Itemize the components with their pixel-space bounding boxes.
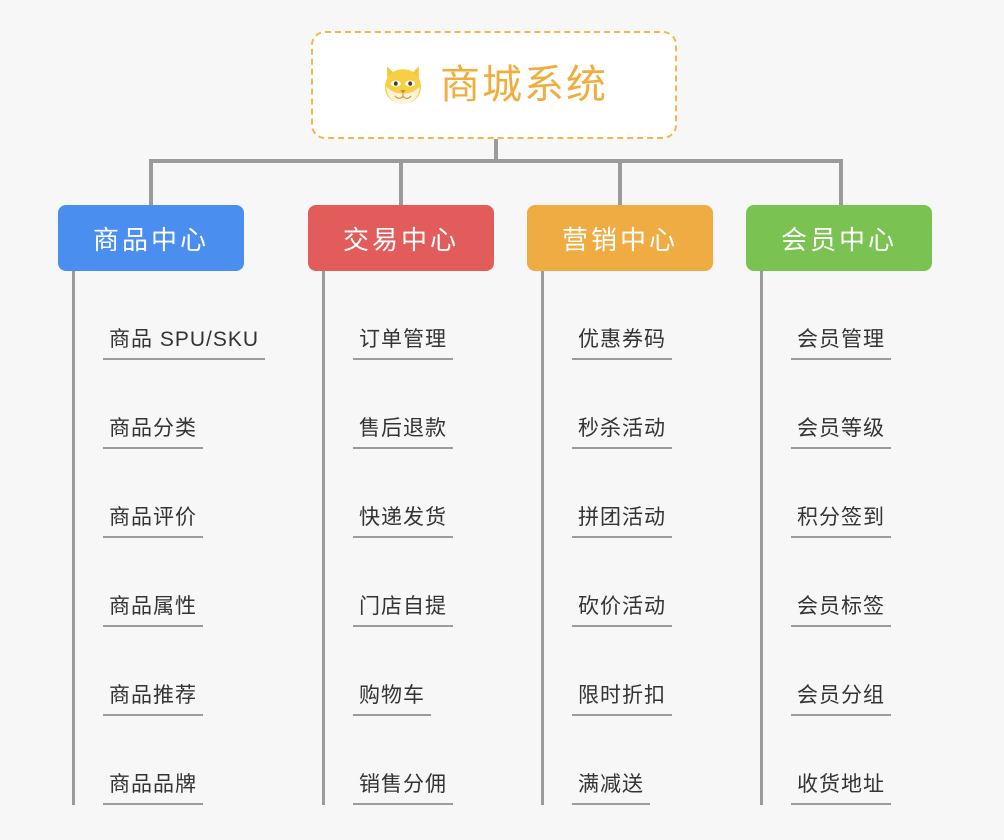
list-item[interactable]: 门店自提 (325, 538, 526, 627)
branch-column-1: 交易中心 订单管理 售后退款 快递发货 门店自提 购物车 销售分佣 (308, 205, 526, 805)
connector-horizontal-bus (149, 159, 843, 163)
list-item-label: 商品 SPU/SKU (103, 328, 266, 360)
list-item-label: 会员分组 (791, 684, 891, 716)
list-item[interactable]: 商品属性 (75, 538, 276, 627)
list-item-label: 会员等级 (791, 417, 891, 449)
list-item-label: 满减送 (572, 773, 650, 805)
branch-header-0[interactable]: 商品中心 (58, 205, 244, 271)
connector-drop-3 (618, 159, 622, 207)
list-item-label: 售后退款 (353, 417, 453, 449)
list-item[interactable]: 商品推荐 (75, 627, 276, 716)
branch-header-3[interactable]: 会员中心 (746, 205, 932, 271)
list-item-label: 会员标签 (791, 595, 891, 627)
list-item-label: 商品分类 (103, 417, 203, 449)
list-item[interactable]: 满减送 (544, 716, 745, 805)
list-item[interactable]: 砍价活动 (544, 538, 745, 627)
branch-body-1: 订单管理 售后退款 快递发货 门店自提 购物车 销售分佣 (322, 271, 526, 805)
list-item[interactable]: 秒杀活动 (544, 360, 745, 449)
branch-body-0: 商品 SPU/SKU 商品分类 商品评价 商品属性 商品推荐 商品品牌 (72, 271, 276, 805)
list-item[interactable]: 商品 SPU/SKU (75, 271, 276, 360)
branch-header-1[interactable]: 交易中心 (308, 205, 494, 271)
root-node[interactable]: 商城系统 (311, 31, 677, 139)
list-item-label: 商品评价 (103, 506, 203, 538)
list-item[interactable]: 商品分类 (75, 360, 276, 449)
list-item-label: 商品品牌 (103, 773, 203, 805)
list-item[interactable]: 积分签到 (763, 449, 964, 538)
list-item[interactable]: 销售分佣 (325, 716, 526, 805)
shiba-dog-face-icon (385, 66, 421, 104)
list-item[interactable]: 会员等级 (763, 360, 964, 449)
connector-drop-2 (399, 159, 403, 207)
list-item-label: 优惠券码 (572, 328, 672, 360)
list-item-label: 秒杀活动 (572, 417, 672, 449)
list-item-label: 销售分佣 (353, 773, 453, 805)
list-item-label: 会员管理 (791, 328, 891, 360)
list-item[interactable]: 售后退款 (325, 360, 526, 449)
root-title: 商城系统 (440, 63, 608, 107)
branch-columns: 商品中心 商品 SPU/SKU 商品分类 商品评价 商品属性 商品推荐 商品品牌… (0, 205, 1004, 840)
list-item-label: 拼团活动 (572, 506, 672, 538)
list-item-label: 限时折扣 (572, 684, 672, 716)
branch-column-2: 营销中心 优惠券码 秒杀活动 拼团活动 砍价活动 限时折扣 满减送 (527, 205, 745, 805)
list-item[interactable]: 拼团活动 (544, 449, 745, 538)
branch-column-3: 会员中心 会员管理 会员等级 积分签到 会员标签 会员分组 收货地址 (746, 205, 964, 805)
connector-root-stem (494, 139, 498, 163)
list-item[interactable]: 优惠券码 (544, 271, 745, 360)
list-item[interactable]: 限时折扣 (544, 627, 745, 716)
branch-column-0: 商品中心 商品 SPU/SKU 商品分类 商品评价 商品属性 商品推荐 商品品牌 (58, 205, 276, 805)
branch-body-2: 优惠券码 秒杀活动 拼团活动 砍价活动 限时折扣 满减送 (541, 271, 745, 805)
list-item[interactable]: 购物车 (325, 627, 526, 716)
connector-drop-4 (839, 159, 843, 207)
list-item-label: 快递发货 (353, 506, 453, 538)
list-item[interactable]: 订单管理 (325, 271, 526, 360)
list-item[interactable]: 会员标签 (763, 538, 964, 627)
list-item[interactable]: 收货地址 (763, 716, 964, 805)
connector-drop-1 (149, 159, 153, 207)
list-item-label: 砍价活动 (572, 595, 672, 627)
list-item-label: 购物车 (353, 684, 431, 716)
list-item-label: 积分签到 (791, 506, 891, 538)
list-item[interactable]: 会员管理 (763, 271, 964, 360)
list-item[interactable]: 商品评价 (75, 449, 276, 538)
list-item[interactable]: 快递发货 (325, 449, 526, 538)
list-item-label: 订单管理 (353, 328, 453, 360)
branch-header-2[interactable]: 营销中心 (527, 205, 713, 271)
list-item[interactable]: 会员分组 (763, 627, 964, 716)
list-item-label: 商品推荐 (103, 684, 203, 716)
list-item[interactable]: 商品品牌 (75, 716, 276, 805)
list-item-label: 门店自提 (353, 595, 453, 627)
branch-body-3: 会员管理 会员等级 积分签到 会员标签 会员分组 收货地址 (760, 271, 964, 805)
list-item-label: 收货地址 (791, 773, 891, 805)
list-item-label: 商品属性 (103, 595, 203, 627)
